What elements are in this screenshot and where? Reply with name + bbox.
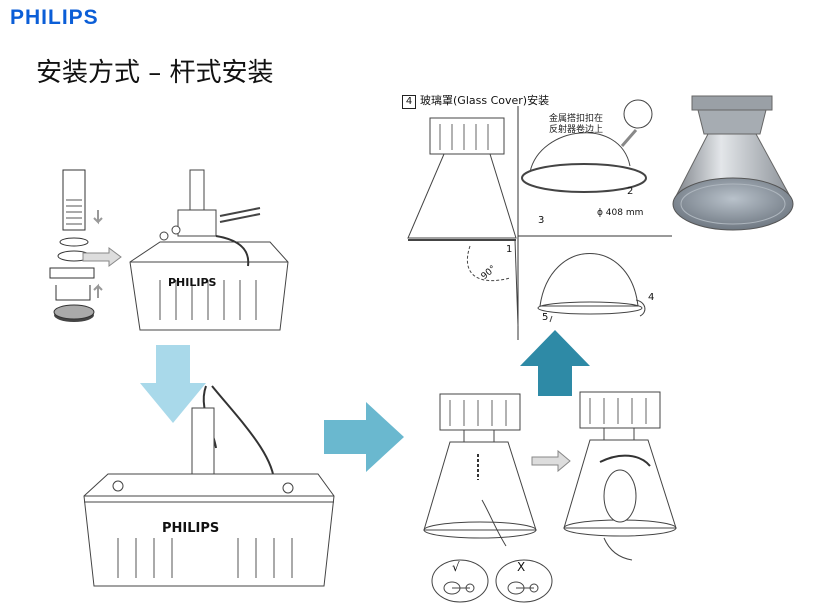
clip-note: 金属搭扣扣在 反射器卷边上 [549,114,603,136]
correct-mark: √ [452,560,460,574]
assembled-housing-brand: PHILIPS [162,521,220,536]
light-blue-down-arrow [140,345,206,423]
lamp-insertion-left [423,393,537,547]
philips-logo: PHILIPS [10,6,99,29]
label-3: 3 [538,215,545,226]
label-2: 2 [627,186,634,197]
gray-arrow-small [82,247,122,267]
page-title: 安装方式 – 杆式安装 [36,58,274,88]
label-4: 4 [648,292,655,303]
clip-note-line1: 金属搭扣扣在 [549,114,604,124]
glass-cover-panel [407,99,672,340]
finished-lamp-photo [672,95,794,231]
label-1: 1 [506,244,513,255]
pole-hardware-drawing [49,169,103,322]
wrong-orientation-circle [495,559,553,603]
teal-up-arrow [520,330,590,396]
wrong-mark: X [517,560,526,574]
housing-top-drawing [129,169,289,331]
cover-diameter: ϕ 408 mm [597,208,644,218]
step-4-title: 玻璃罩(Glass Cover)安装 [420,94,550,107]
clip-note-line2: 反射器卷边上 [549,125,604,135]
teal-right-arrow [324,402,404,472]
label-5: 5 [542,312,549,323]
lamp-insertion-right [563,391,677,561]
step-4-label: 4 玻璃罩(Glass Cover)安装 [402,92,549,109]
assembled-housing-drawing [83,385,335,587]
step-4-number: 4 [402,95,416,109]
correct-orientation-circle [431,559,489,603]
gray-arrow-lamps [531,449,571,473]
housing-top-brand: PHILIPS [168,276,217,289]
